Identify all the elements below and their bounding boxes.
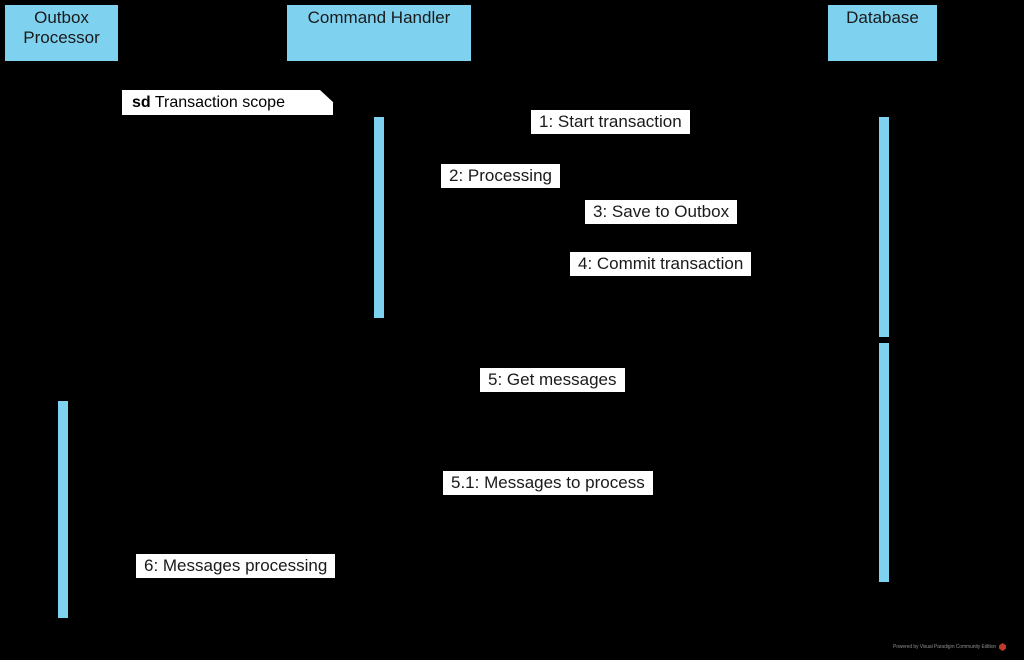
- lifeline-outbox-processor: [61, 63, 63, 640]
- activation-database-2: [878, 342, 890, 583]
- message-3-arrowhead: [868, 220, 879, 232]
- message-6-self-line: [68, 545, 102, 579]
- participant-database[interactable]: Database: [826, 3, 939, 63]
- message-3-label: 3: Save to Outbox: [585, 200, 738, 224]
- message-6-label: 6: Messages processing: [136, 554, 336, 578]
- participant-outbox-processor[interactable]: Outbox Processor: [3, 3, 120, 63]
- message-2-label: 2: Processing: [441, 164, 560, 188]
- activation-command-handler: [373, 116, 385, 319]
- message-4-arrowhead: [868, 272, 879, 284]
- message-2-arrowhead: [385, 183, 396, 195]
- message-5-1-arrowhead: [68, 490, 79, 502]
- message-5-arrowhead: [868, 387, 879, 399]
- participant-command-handler[interactable]: Command Handler: [285, 3, 473, 63]
- activation-outbox-processor: [57, 400, 69, 619]
- participant-label: Outbox Processor: [23, 8, 100, 48]
- message-5-label: 5: Get messages: [480, 368, 625, 392]
- message-2-self-line: [385, 155, 419, 189]
- message-6-arrowhead: [68, 573, 79, 585]
- message-4-label: 4: Commit transaction: [570, 252, 752, 276]
- message-1-line: [385, 133, 877, 135]
- watermark: Powered by Visual Paradigm Community Edi…: [893, 643, 1007, 651]
- fragment-label-tab: sd Transaction scope: [122, 90, 334, 116]
- watermark-logo-icon: [999, 643, 1007, 651]
- fragment-label-text: Transaction scope: [154, 94, 285, 111]
- participant-label: Command Handler: [307, 8, 451, 27]
- message-5-1-label: 5.1: Messages to process: [443, 471, 653, 495]
- message-5-line: [68, 392, 877, 394]
- message-1-label: 1: Start transaction: [531, 110, 690, 134]
- message-5-1-line: [68, 495, 877, 497]
- watermark-text: Powered by Visual Paradigm Community Edi…: [893, 644, 997, 650]
- fragment-transaction-scope-frame: [122, 90, 912, 335]
- message-4-line: [385, 277, 877, 279]
- lifeline-command-handler: [378, 63, 380, 640]
- message-1-arrowhead: [868, 128, 879, 140]
- fragment-keyword: sd: [132, 94, 151, 111]
- message-3-line: [385, 225, 877, 227]
- activation-database-1: [878, 116, 890, 338]
- participant-label: Database: [846, 8, 919, 27]
